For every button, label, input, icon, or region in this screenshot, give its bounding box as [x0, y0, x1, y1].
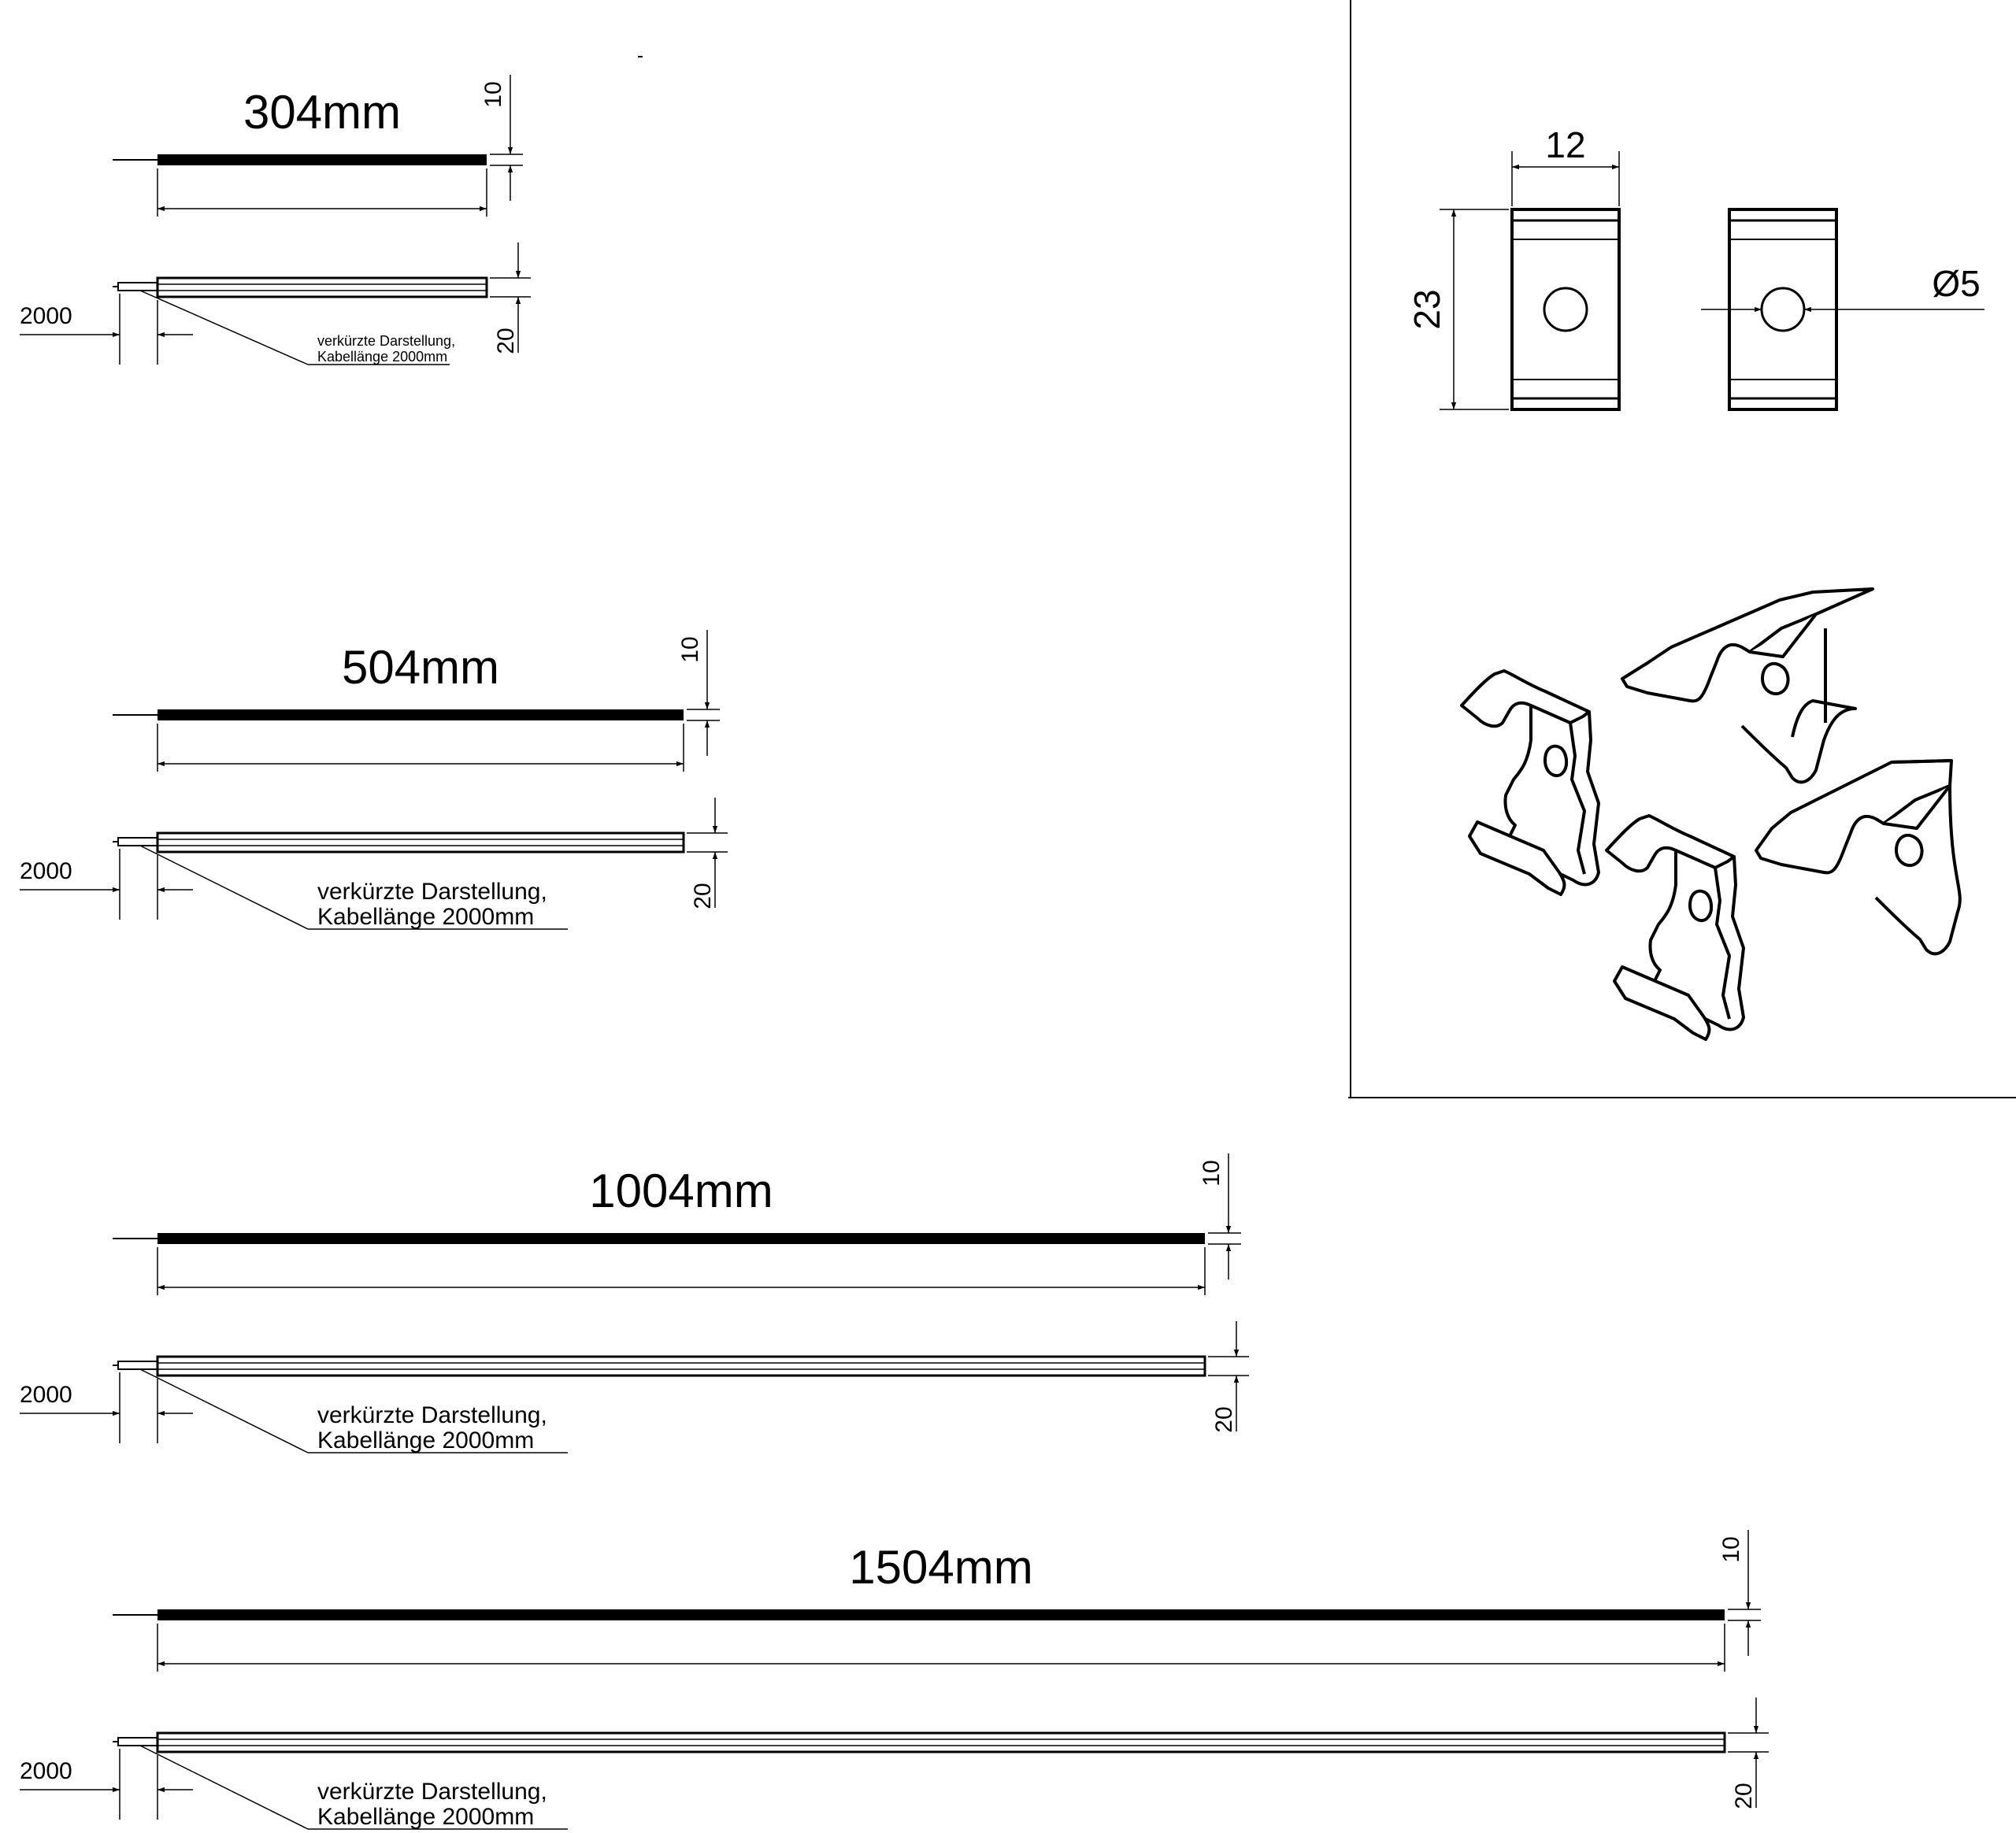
thickness-dimension-label: 10 — [677, 636, 703, 662]
profile-length-label: 504mm — [342, 641, 499, 694]
cable-length-label: 2000 — [20, 1758, 72, 1784]
clip-iso-3 — [1605, 814, 1745, 1041]
thickness-dimension-label: 10 — [1718, 1536, 1744, 1562]
note-line-2: Kabellänge 2000mm — [317, 349, 447, 365]
clip-front-view — [1510, 208, 1621, 411]
clip-height-label: 23 — [1406, 289, 1447, 329]
note-leader — [139, 290, 309, 365]
profile-top-view — [158, 1233, 1205, 1244]
profile-top-view — [158, 1609, 1725, 1620]
connector — [117, 282, 158, 291]
clip-side-hole — [1760, 287, 1806, 332]
profile-length-label: 304mm — [243, 86, 401, 139]
clip-width-label: 12 — [1545, 124, 1585, 165]
profile-side-view — [156, 1731, 1726, 1753]
note-leader — [139, 1368, 309, 1453]
cable-length-label: 2000 — [20, 1382, 72, 1408]
clip-side-view: Ø5 — [1701, 208, 1984, 411]
profile-length-label: 1004mm — [589, 1165, 773, 1217]
clip-detail-panel: 12 23 Ø5 — [1348, 0, 2016, 1098]
note-line-2: Kabellänge 2000mm — [317, 904, 534, 930]
height-dimension-label: 20 — [1731, 1783, 1757, 1809]
profile-group-1: 304mm 10 20 2000 verkürzte Darstellung,Kabel… — [20, 75, 531, 365]
clip-iso-1 — [1621, 587, 1874, 784]
profile-group-4: 1504mm 10 20 2000 verkürzte Darstellung,Kabe… — [20, 1530, 1769, 1830]
connector — [117, 1737, 158, 1746]
note-line-1: verkürzte Darstellung, — [317, 879, 547, 905]
clip-iso-4 — [1755, 759, 1962, 956]
note-line-1: verkürzte Darstellung, — [317, 1402, 547, 1428]
profile-side-view — [156, 831, 685, 854]
profile-group-3: 1004mm 10 20 2000 verkürzte Darstellung,Kabe… — [20, 1153, 1249, 1453]
profile-group-2: 504mm 10 20 2000 verkürzte Darstellung,Kabel… — [20, 630, 728, 930]
profile-side-view — [156, 276, 488, 298]
thickness-dimension-label: 10 — [480, 81, 506, 107]
connector — [117, 837, 158, 846]
note-line-1: verkürzte Darstellung, — [317, 1779, 547, 1805]
clip-hole — [1543, 287, 1588, 332]
connector — [117, 1361, 158, 1370]
height-dimension-label: 20 — [1211, 1406, 1237, 1432]
clip-height-dimension: 23 — [1406, 209, 1509, 410]
profile-side-view — [156, 1355, 1206, 1377]
cable-length-label: 2000 — [20, 858, 72, 884]
note-leader — [139, 1745, 309, 1830]
height-dimension-label: 20 — [493, 328, 519, 354]
note-line-2: Kabellänge 2000mm — [317, 1804, 534, 1830]
note-line-1: verkürzte Darstellung, — [317, 333, 455, 349]
height-dimension-label: 20 — [690, 883, 716, 909]
cable-length-label: 2000 — [20, 303, 72, 329]
clip-isometric-views — [1460, 587, 1962, 1041]
profile-top-view — [158, 154, 487, 165]
clip-width-dimension: 12 — [1511, 124, 1620, 206]
thickness-dimension-label: 10 — [1199, 1160, 1225, 1186]
clip-hole-label: Ø5 — [1932, 263, 1980, 304]
note-line-2: Kabellänge 2000mm — [317, 1428, 534, 1453]
profile-top-view — [158, 709, 684, 720]
profile-length-label: 1504mm — [849, 1541, 1032, 1594]
clip-iso-2 — [1460, 669, 1600, 896]
note-leader — [139, 845, 309, 930]
